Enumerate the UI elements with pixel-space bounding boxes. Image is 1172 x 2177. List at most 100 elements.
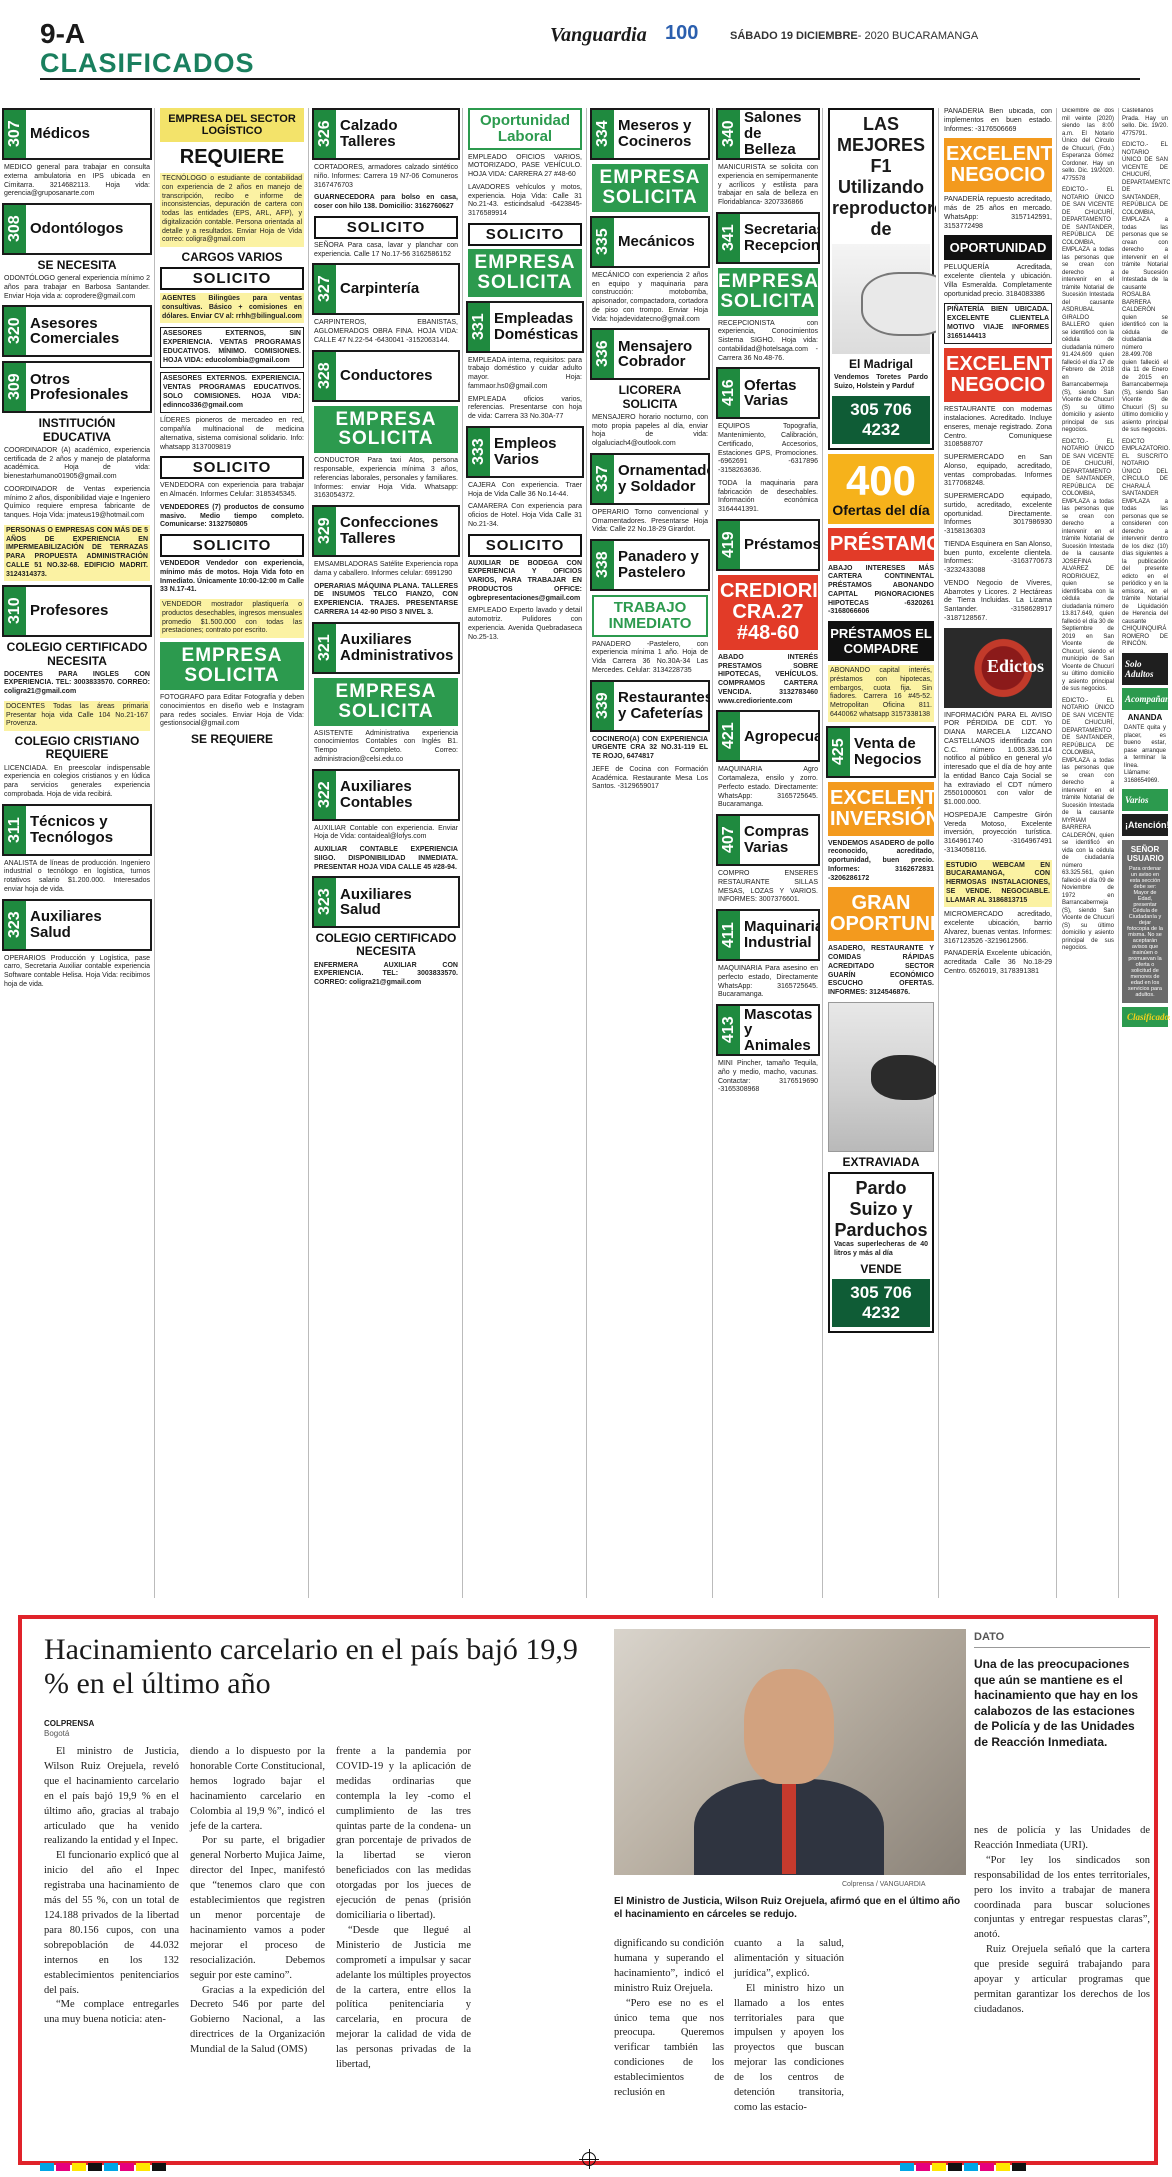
category-header: 421Agropecuaria — [716, 710, 820, 763]
article-column-1: El ministro de Justicia, Wilson Ruiz Ore… — [44, 1746, 179, 2026]
masthead-logo: Vanguardia — [550, 24, 647, 46]
empresa-banner: EMPRESA SOLICITA — [160, 642, 304, 691]
menu-item-solo-adultos: Solo Adultos — [1122, 652, 1168, 685]
classified-ad: EMPLEADA interna, requisitos: para traba… — [468, 356, 582, 390]
promo-title: LAS MEJORES F1 Utilizando reproductores … — [832, 114, 936, 239]
article-column-5: cuanto a la salud, alimentación y situac… — [734, 1938, 844, 2113]
promo-vende: VENDE — [860, 1261, 902, 1276]
classified-ad: PANADERÍA Excelente ubicación, acreditad… — [944, 950, 1052, 975]
classified-ad: AUXILIAR DE BODEGA CON EXPERIENCIA Y OFI… — [468, 559, 582, 602]
dato-text: Una de las preocupaciones que aún se man… — [974, 1657, 1139, 1749]
classified-ad: LÍDERES pioneros de mercadeo en red, com… — [160, 417, 304, 451]
ad-heading: ANANDA — [1127, 712, 1163, 722]
classified-ad: HOSPEDAJE Campestre Girón Vereda Motoso,… — [944, 811, 1052, 854]
promo-phone: 305 706 4232 — [832, 1278, 930, 1327]
header-rule — [40, 78, 1140, 80]
edicto-text: EDICTO.- EL NOTARIO ÚNICO DE SAN VICENTE… — [1062, 438, 1114, 693]
promo-prestamos: PRÉSTAMOS — [828, 527, 936, 561]
classified-ad: OPERARIO Torno convencional y Ornamentad… — [592, 508, 708, 534]
classified-ad: ABONANDO capital interés, préstamos con … — [828, 665, 934, 722]
ad-banner: REQUIERE — [179, 146, 285, 168]
edicto-text: EDICTO.- EL NOTARIO ÚNICO DE SAN VICENTE… — [1122, 142, 1170, 433]
classified-ad: COORDINADOR (A) académico, experiencia c… — [4, 446, 150, 481]
column-divider — [154, 108, 155, 1598]
classified-ad: LICENCIADA. En preescolar indispensable … — [4, 764, 150, 798]
classified-ad: OPERARIOS Producción y Logística, pase c… — [4, 954, 150, 988]
classified-ad: ODONTÓLOGO general experiencia mínimo 2 … — [4, 275, 150, 300]
classified-ad: PELUQUERÍA Acreditada, excelente cliente… — [944, 264, 1052, 298]
atencion-banner: ¡Atención! — [1122, 814, 1170, 837]
classified-column-8: PANADERÍA Bien ubicada, con implementos … — [942, 108, 1054, 1598]
ad-heading: INSTITUCIÓN EDUCATIVA — [38, 416, 116, 444]
classified-ad: CAJERA Con experiencia. Traer Hoja de Vi… — [468, 481, 582, 498]
solicito-banner: SOLICITO — [160, 267, 304, 291]
ofertas-number: 400 — [845, 456, 917, 504]
ad-heading: SE REQUIERE — [190, 732, 274, 747]
column-divider — [308, 108, 309, 1598]
classified-ad: AUXILIAR CONTABLE EXPERIENCIA SIIGO. DIS… — [314, 846, 458, 871]
column-divider — [938, 108, 939, 1598]
classified-ad: RESTAURANTE con modernas instalaciones. … — [944, 406, 1052, 449]
classified-ad: ASESORES EXTERNOS. EXPERIENCIA. VENTAS P… — [160, 372, 304, 414]
classified-ad: CARPINTEROS, EBANISTAS, AGLOMERADOS OBRA… — [314, 319, 458, 344]
classified-ad: COORDINADOR de Ventas experiencia mínimo… — [4, 485, 150, 520]
classified-ad: CONDUCTOR Para taxi Atos, persona respon… — [314, 457, 458, 500]
promo-phone: 305 706 4232 — [832, 395, 930, 444]
classified-column-9: Diciembre de dos mil veinte (2020) siend… — [1060, 108, 1116, 1598]
edicto-text: EDICTO.- EL NOTARIO ÚNICO DE SAN VICENTE… — [1062, 187, 1114, 433]
ad-heading: CARGOS VARIOS — [181, 250, 283, 264]
solicito-banner: SOLICITO — [468, 533, 582, 557]
solicito-banner: SOLICITO — [160, 534, 304, 558]
senor-usuario-notice: SEÑOR USUARIO Para ordenar un aviso en e… — [1122, 840, 1168, 1004]
promo-brand: El Madrigal — [848, 357, 913, 371]
news-article: Hacinamiento carcelario en el país bajó … — [18, 1615, 1158, 2165]
column-divider — [586, 108, 587, 1598]
column-divider — [712, 108, 713, 1598]
classified-ad: SEÑORA Para casa, lavar y planchar con e… — [314, 241, 458, 258]
ad-banner: EMPRESA DEL SECTOR LOGÍSTICO — [160, 108, 304, 142]
ofertas-label: Ofertas del día — [832, 501, 930, 518]
oportunidad-banner: Oportunidad Laboral — [468, 108, 582, 150]
anniversary-logo: 100 — [665, 22, 699, 44]
notice-text: Para ordenar un aviso en esta sección de… — [1127, 866, 1163, 999]
classified-ad: MICROMERCADO acreditado, excelente ubica… — [944, 911, 1052, 945]
classified-column-4: Oportunidad Laboral EMPLEADO OFICIOS VAR… — [466, 108, 584, 1598]
classified-ad: ASESORES EXTERNOS, SIN EXPERIENCIA. VENT… — [160, 327, 304, 369]
dateline: SÁBADO 19 DICIEMBRE- 2020 BUCARAMANGA — [730, 30, 979, 42]
section-title: CLASIFICADOS — [40, 48, 255, 78]
classified-ad: ESTUDIO WEBCAM EN BUCARAMANGA, CON HERMO… — [944, 859, 1052, 908]
promo-subtitle: Vendemos Toretes Pardo Suizo, Holstein y… — [834, 374, 928, 390]
classified-ad: SUPERMERCADO equipado, surtido, acredita… — [944, 493, 1052, 535]
classified-ad: MEDICO general para trabajar en consulta… — [4, 164, 150, 198]
promo-subtitle: Vacas superlecheras de 40 litros y más a… — [834, 1241, 928, 1257]
promo-title: Pardo Suizo y Parduchos — [834, 1178, 928, 1241]
menu-item-acompanantes: Acompañantes — [1122, 687, 1170, 710]
classified-ad: TIENDA Esquinera en San Alonso, buen pun… — [944, 540, 1052, 574]
column-divider — [822, 108, 823, 1598]
classified-ad: AUXILIAR Contable con experiencia. Envia… — [314, 824, 458, 841]
ad-heading: SE NECESITA — [37, 258, 117, 272]
goat-image — [832, 244, 936, 354]
classified-ad: LAVADORES vehículos y motos, experiencia… — [468, 183, 582, 217]
